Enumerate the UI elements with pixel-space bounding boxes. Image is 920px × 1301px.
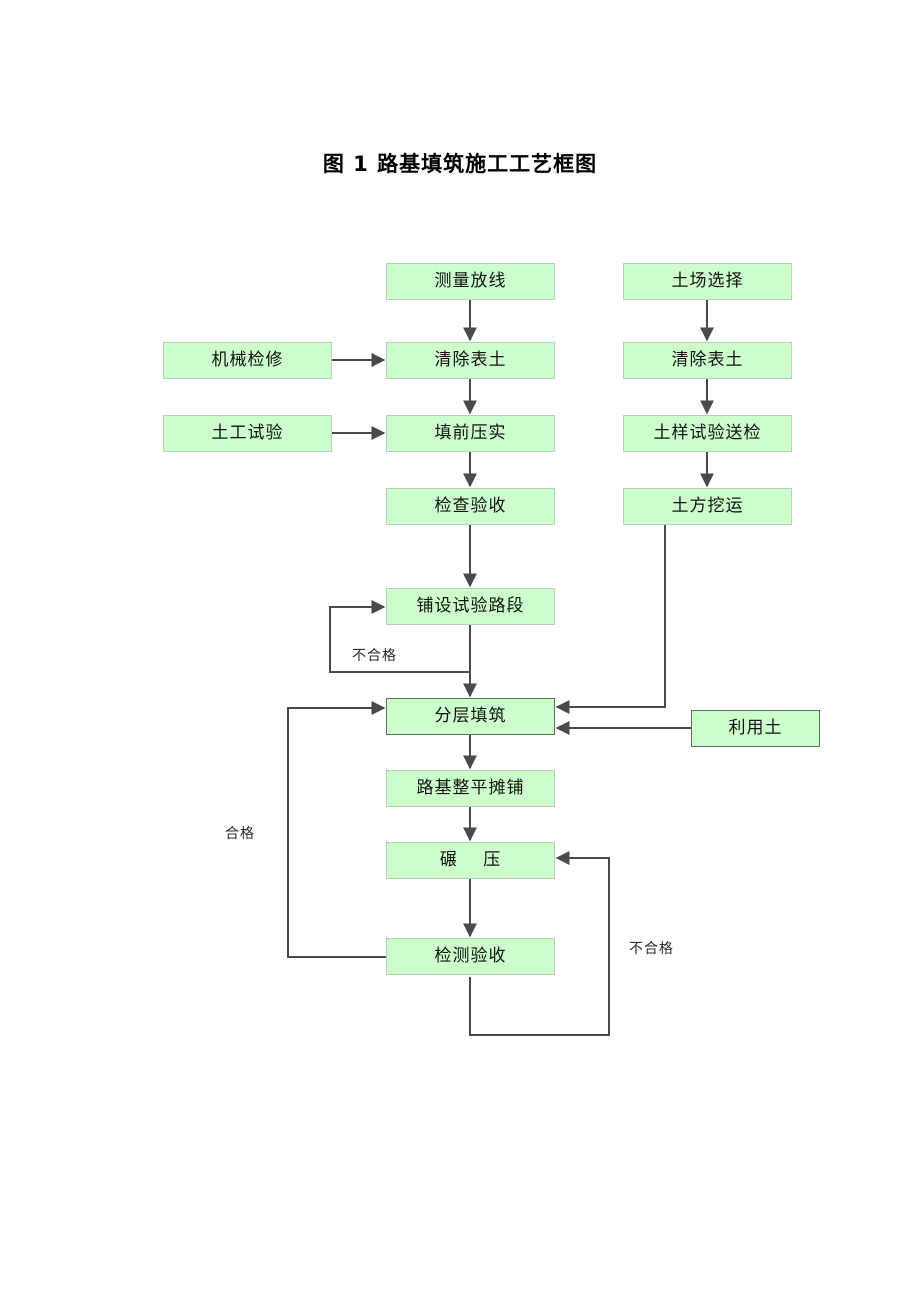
edge-label-pass: 合格 bbox=[225, 826, 255, 842]
node-reused-soil[interactable]: 利用土 bbox=[691, 710, 820, 747]
edge-label-fail-testsection: 不合格 bbox=[352, 648, 397, 664]
node-measure-setout[interactable]: 测量放线 bbox=[386, 263, 555, 300]
node-testing-acceptance[interactable]: 检测验收 bbox=[386, 938, 555, 975]
page-title: 图 1 路基填筑施工工艺框图 bbox=[322, 152, 598, 176]
node-machinery-maintenance[interactable]: 机械检修 bbox=[163, 342, 332, 379]
node-clear-topsoil-main[interactable]: 清除表土 bbox=[386, 342, 555, 379]
node-geotechnical-test[interactable]: 土工试验 bbox=[163, 415, 332, 452]
edge-fail-loop-compaction bbox=[469, 851, 610, 1036]
node-clear-topsoil-borrow[interactable]: 清除表土 bbox=[623, 342, 792, 379]
edge-label-fail-compaction: 不合格 bbox=[629, 941, 674, 957]
edge-pass-loop-layerfill bbox=[287, 701, 386, 958]
node-test-section-paving[interactable]: 铺设试验路段 bbox=[386, 588, 555, 625]
node-layered-filling[interactable]: 分层填筑 bbox=[386, 698, 555, 735]
node-subgrade-leveling-spreading[interactable]: 路基整平摊铺 bbox=[386, 770, 555, 807]
edge-excavate-to-layerfill bbox=[555, 525, 666, 714]
node-inspection-acceptance[interactable]: 检查验收 bbox=[386, 488, 555, 525]
node-pre-fill-compaction[interactable]: 填前压实 bbox=[386, 415, 555, 452]
node-soil-sample-testing[interactable]: 土样试验送检 bbox=[623, 415, 792, 452]
node-rolling-compaction[interactable]: 碾 压 bbox=[386, 842, 555, 879]
node-earthwork-excavation-haul[interactable]: 土方挖运 bbox=[623, 488, 792, 525]
node-borrow-site-selection[interactable]: 土场选择 bbox=[623, 263, 792, 300]
edge-fail-loop-testsection bbox=[329, 600, 470, 673]
